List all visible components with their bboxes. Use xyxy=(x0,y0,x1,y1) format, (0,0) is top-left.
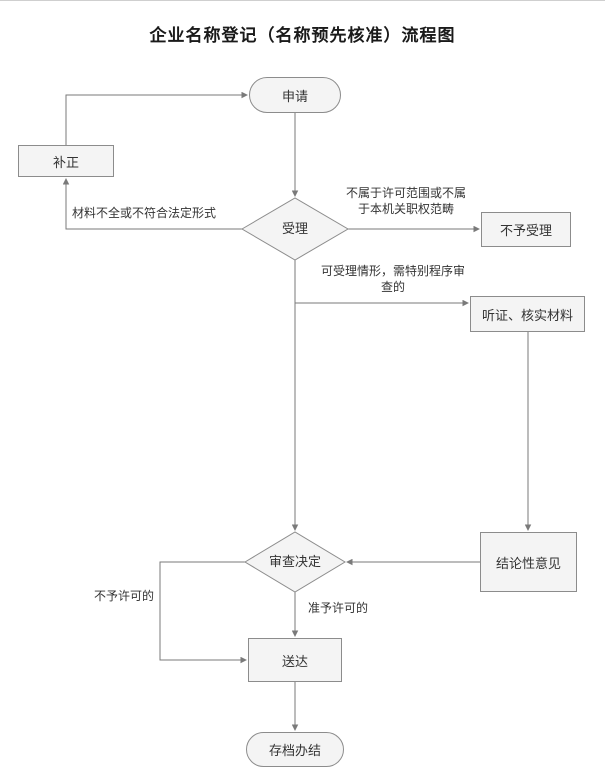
decision-shapes xyxy=(241,197,349,593)
edge-label-not-permitted: 不予许可的 xyxy=(94,589,155,603)
connector-acceptance-to-correction xyxy=(62,178,242,230)
node-conclusion: 结论性意见 xyxy=(480,532,577,592)
edge-label-out-of-scope: 不属于许可范围或不属于本机关职权范畴 xyxy=(345,186,466,216)
edge-label-special-procedure: 可受理情形，需特别程序审查的 xyxy=(320,264,465,294)
edge-label-incomplete-materials: 材料不全或不符合法定形式 xyxy=(72,206,217,220)
node-correction: 补正 xyxy=(18,145,114,177)
node-hearing: 听证、核实材料 xyxy=(470,296,585,332)
node-apply: 申请 xyxy=(249,77,341,113)
node-not-accepted: 不予受理 xyxy=(481,212,571,247)
review-decision-diamond xyxy=(244,531,346,593)
edge-label-permitted: 准予许可的 xyxy=(308,601,369,615)
acceptance-diamond xyxy=(241,197,349,261)
connector-not-permitted-to-delivery xyxy=(159,561,247,664)
connector-correction-to-apply xyxy=(65,91,248,145)
node-acceptance-label: 受理 xyxy=(281,221,308,236)
page-title: 企业名称登记（名称预先核准）流程图 xyxy=(149,26,456,45)
connectors xyxy=(62,91,532,731)
node-delivery: 送达 xyxy=(248,638,342,682)
node-archive: 存档办结 xyxy=(246,732,344,767)
node-review-decision-label: 审查决定 xyxy=(268,554,321,569)
